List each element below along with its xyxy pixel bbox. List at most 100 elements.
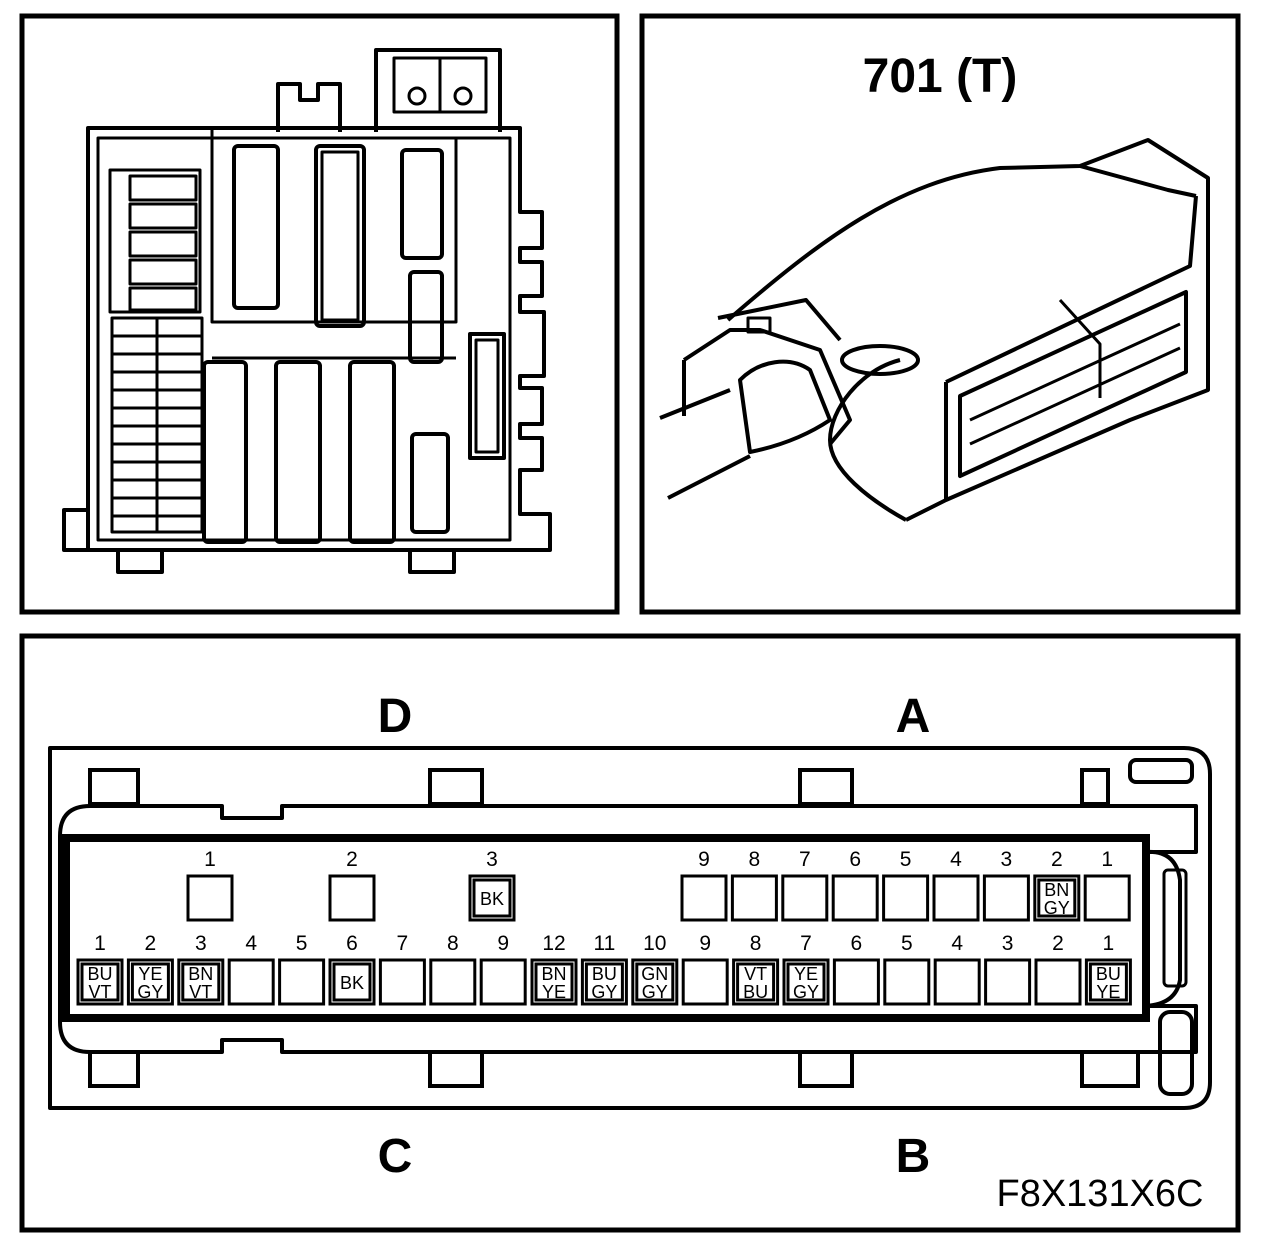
- pin-number: 12: [542, 932, 565, 955]
- pin-a-6: 6: [831, 848, 879, 922]
- wire-box: [130, 962, 170, 1002]
- pin-cavity: [278, 958, 326, 1006]
- wire-box: [332, 962, 372, 1002]
- side-label-c: C: [378, 1130, 413, 1183]
- pin-number: 9: [699, 932, 711, 955]
- pin-number: 7: [397, 932, 409, 955]
- pin-number: 8: [447, 932, 459, 955]
- pin-b-6: 6: [832, 932, 880, 1006]
- pin-cavity: [982, 874, 1030, 922]
- pin-cavity: [681, 958, 729, 1006]
- pin-cavity: [832, 958, 880, 1006]
- pin-c-8: 8: [429, 932, 477, 1006]
- pin-c-7: 7: [378, 932, 426, 1006]
- pin-number: 2: [1052, 932, 1064, 955]
- side-label-a: A: [896, 690, 931, 743]
- wire-color-2: GY: [591, 982, 617, 1002]
- pin-d-2: 2: [328, 848, 376, 922]
- pin-cavity: [1083, 874, 1131, 922]
- pin-number: 2: [346, 848, 358, 871]
- pin-number: 1: [1103, 932, 1115, 955]
- pin-number: 8: [750, 932, 762, 955]
- pin-number: 1: [94, 932, 106, 955]
- pin-cavity: [479, 958, 527, 1006]
- pin-a-5: 5: [882, 848, 930, 922]
- wire-color-1: BU: [1096, 964, 1121, 984]
- wire-color-2: GY: [1044, 898, 1070, 918]
- pin-number: 1: [1101, 848, 1113, 871]
- pin-number: 3: [1001, 848, 1013, 871]
- pin-number: 1: [204, 848, 216, 871]
- pin-cavity: [781, 874, 829, 922]
- connector-title: 701 (T): [863, 50, 1018, 103]
- pin-a-3: 3: [982, 848, 1030, 922]
- wire-color-1: GN: [641, 964, 668, 984]
- pin-number: 8: [749, 848, 761, 871]
- pin-number: 4: [951, 932, 963, 955]
- wire-color-2: BU: [743, 982, 768, 1002]
- fuse-box-panel: [19, 13, 620, 615]
- wire-box: [635, 962, 675, 1002]
- pin-cavity: [1034, 958, 1082, 1006]
- wire-box: [584, 962, 624, 1002]
- pin-number: 2: [145, 932, 157, 955]
- pin-number: 6: [849, 848, 861, 871]
- wire-color-2: YE: [542, 982, 566, 1002]
- pin-d-3: 3BK: [468, 848, 516, 922]
- pin-cavity: [227, 958, 275, 1006]
- pin-number: 5: [901, 932, 913, 955]
- fuse-box-drawing: [62, 48, 552, 574]
- wire-color: BK: [480, 889, 504, 909]
- pin-a-1: 1: [1083, 848, 1131, 922]
- wire-box: [534, 962, 574, 1002]
- pin-cavity: [429, 958, 477, 1006]
- pin-number: 7: [800, 932, 812, 955]
- pin-b-4: 4: [933, 932, 981, 1006]
- pin-b-2: 2: [1034, 932, 1082, 1006]
- wire-color-1: YE: [138, 964, 162, 984]
- connector-view-panel: 701 (T): [639, 13, 1241, 615]
- pin-a-8: 8: [730, 848, 778, 922]
- pin-number: 6: [346, 932, 358, 955]
- pin-c-6: 6BK: [328, 932, 376, 1006]
- wire-box: [786, 962, 826, 1002]
- wire-color-1: BN: [541, 964, 566, 984]
- pin-cavity: [730, 874, 778, 922]
- pin-number: 3: [486, 848, 498, 871]
- pin-a-4: 4: [932, 848, 980, 922]
- pin-number: 10: [643, 932, 666, 955]
- pin-cavity: [883, 958, 931, 1006]
- wire-color: BK: [340, 973, 364, 993]
- pin-cavity: [984, 958, 1032, 1006]
- wire-color-2: GY: [137, 982, 163, 1002]
- pin-number: 6: [851, 932, 863, 955]
- wire-box: [736, 962, 776, 1002]
- pin-number: 4: [950, 848, 962, 871]
- pin-number: 11: [593, 932, 615, 955]
- pin-number: 4: [245, 932, 257, 955]
- wire-box: [80, 962, 120, 1002]
- pin-cavity: [831, 874, 879, 922]
- wire-box: [472, 878, 512, 918]
- pin-cavity: [378, 958, 426, 1006]
- connector-3d-drawing: [659, 138, 1210, 522]
- pin-cavity: [186, 874, 234, 922]
- pin-cavity: [933, 958, 981, 1006]
- wire-color-1: YE: [794, 964, 818, 984]
- wire-color-2: GY: [793, 982, 819, 1002]
- side-label-d: D: [378, 690, 413, 743]
- pin-number: 5: [900, 848, 912, 871]
- pin-number: 2: [1051, 848, 1063, 871]
